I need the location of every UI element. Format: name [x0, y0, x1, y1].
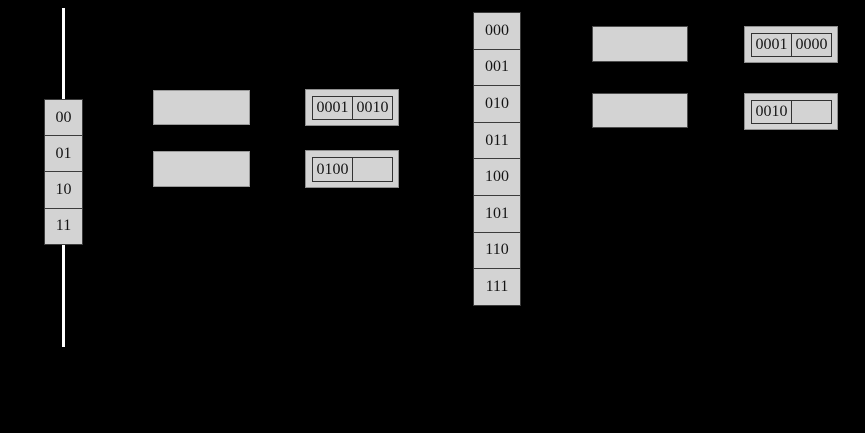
entry-box-right-1: 0001 0000 [744, 26, 838, 63]
left-index-cell-00: 00 [44, 99, 83, 137]
left-index-cell-11: 11 [44, 207, 83, 245]
entry-field-left: 0001 [752, 34, 792, 56]
gray-label-box-1 [153, 90, 250, 125]
entry-field-right [792, 101, 831, 123]
middle-index-cell-100: 100 [473, 158, 521, 196]
middle-index-cell-000: 000 [473, 12, 521, 50]
entry-field-right [353, 158, 392, 181]
entry-box-right-1-inner: 0001 0000 [751, 33, 832, 57]
entry-box-left-2: 0100 [305, 150, 399, 188]
entry-field-left: 0010 [752, 101, 792, 123]
middle-index-cell-001: 001 [473, 48, 521, 87]
entry-box-left-2-inner: 0100 [312, 157, 393, 182]
left-index-table: 00 01 10 11 [44, 99, 83, 245]
middle-index-cell-110: 110 [473, 231, 521, 270]
entry-box-left-1: 0001 0010 [305, 89, 399, 126]
middle-index-table: 000 001 010 011 100 101 110 111 [473, 12, 521, 306]
entry-box-left-1-inner: 0001 0010 [312, 96, 393, 120]
gray-label-box-2 [153, 151, 250, 187]
gray-label-box-4 [592, 93, 688, 128]
entry-field-right: 0000 [795, 36, 828, 53]
entry-field-left: 0100 [313, 158, 353, 181]
left-index-cell-01: 01 [44, 135, 83, 173]
entry-field-left: 0001 [313, 97, 353, 119]
middle-index-cell-010: 010 [473, 85, 521, 123]
entry-field-right: 0010 [356, 99, 389, 116]
left-index-cell-10: 10 [44, 171, 83, 209]
gray-label-box-3 [592, 26, 688, 62]
entry-box-right-2: 0010 [744, 93, 838, 130]
middle-index-cell-101: 101 [473, 194, 521, 233]
middle-index-cell-111: 111 [473, 268, 521, 306]
entry-box-right-2-inner: 0010 [751, 100, 832, 124]
middle-index-cell-011: 011 [473, 121, 521, 160]
